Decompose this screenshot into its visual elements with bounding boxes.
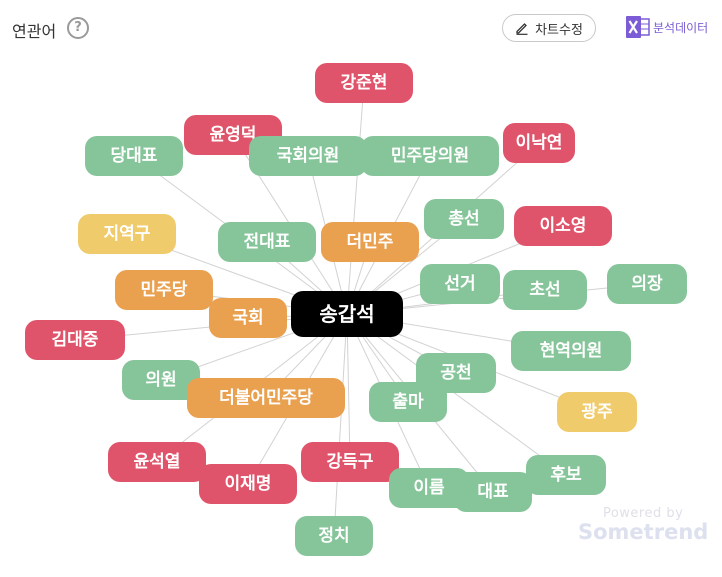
center-node[interactable]: 송갑석 (291, 291, 403, 337)
keyword-node-16[interactable]: 국회 (209, 298, 287, 338)
keyword-node-22[interactable]: 출마 (369, 382, 447, 422)
keyword-node-9[interactable]: 더민주 (321, 222, 419, 262)
keyword-node-17[interactable]: 김대중 (25, 320, 125, 360)
keyword-node-3[interactable]: 당대표 (85, 136, 183, 176)
keyword-node-5[interactable]: 민주당의원 (361, 136, 499, 176)
keyword-node-24[interactable]: 윤석열 (108, 442, 206, 482)
keyword-node-15[interactable]: 의장 (607, 264, 687, 304)
keyword-node-14[interactable]: 초선 (503, 270, 587, 310)
help-icon[interactable]: ? (67, 17, 89, 39)
keyword-node-10[interactable]: 총선 (424, 199, 504, 239)
edge-30 (333, 313, 348, 537)
watermark-powered-by: Powered by (602, 506, 684, 521)
header: 연관어 ? 차트수정 분석데이터 (0, 0, 722, 52)
watermark: Powered by Sometrend (578, 506, 708, 544)
keyword-node-7[interactable]: 지역구 (78, 214, 176, 254)
keyword-node-13[interactable]: 선거 (420, 264, 500, 304)
edge-25 (346, 313, 351, 463)
keyword-node-21[interactable]: 더불어민주당 (187, 378, 345, 418)
keyword-node-30[interactable]: 정치 (295, 516, 373, 556)
section-title: 연관어 (12, 22, 57, 41)
keyword-node-23[interactable]: 광주 (557, 392, 637, 432)
keyword-node-6[interactable]: 이낙연 (503, 123, 575, 163)
keyword-node-29[interactable]: 후보 (526, 455, 606, 495)
pencil-icon (516, 23, 528, 35)
edge-29 (346, 313, 567, 476)
edge-1 (346, 82, 365, 315)
edit-chart-label: 차트수정 (535, 22, 583, 38)
keyword-node-28[interactable]: 대표 (454, 472, 532, 512)
export-data-link[interactable]: 분석데이터 (653, 21, 709, 35)
edit-chart-button[interactable]: 차트수정 (502, 14, 596, 42)
keyword-node-8[interactable]: 전대표 (218, 222, 316, 262)
keyword-node-4[interactable]: 국회의원 (249, 136, 367, 176)
keyword-node-27[interactable]: 이름 (389, 468, 469, 508)
keyword-node-11[interactable]: 이소영 (514, 206, 612, 246)
keyword-node-26[interactable]: 이재명 (199, 464, 297, 504)
keyword-node-25[interactable]: 강득구 (301, 442, 399, 482)
keyword-node-18[interactable]: 현역의원 (511, 331, 631, 371)
keyword-node-1[interactable]: 강준현 (315, 63, 413, 103)
excel-icon[interactable] (625, 14, 651, 40)
watermark-brand: Sometrend (578, 520, 709, 544)
keyword-node-12[interactable]: 민주당 (115, 270, 213, 310)
